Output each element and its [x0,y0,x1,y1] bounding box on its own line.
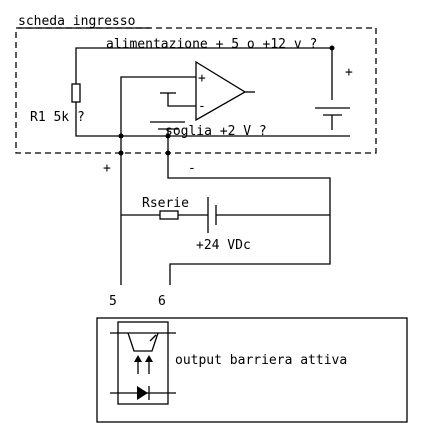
r1-resistor [71,83,81,103]
rserie-label: Rserie [142,196,189,211]
supply-label: alimentazione + 5 o +12 v ? [106,37,317,52]
supply-wire [75,47,333,100]
led-diode-triangle [137,386,148,400]
light-arrow-right-head [145,355,153,362]
opamp-minus-wire [167,93,196,107]
optocoupler-body [117,321,169,405]
opamp-minus-label: - [198,99,206,114]
r1-label: R1 5k ? [30,110,85,125]
opto-emitter-arrow [149,334,157,342]
rserie-resistor [159,210,179,220]
opamp-triangle [195,60,247,122]
terminal-minus-label: - [188,161,196,176]
vdc-label: +24 VDc [196,238,251,253]
opamp-plus-wire [120,76,196,285]
terminal-plus [118,150,124,156]
supply-node [329,45,335,51]
opamp-plus-label: + [198,71,206,86]
r1-lower-wire [75,102,120,137]
input-board-outline [15,27,377,154]
opto-transistor [127,332,159,352]
output-box [96,317,408,423]
terminal-plus-label: + [103,161,111,176]
pin5-label: 5 [109,294,117,309]
minus-return-wire [167,136,331,285]
return-node-left [118,133,124,139]
threshold-label: soglia +2 V ? [165,124,267,139]
light-arrow-left-head [134,355,142,362]
output-label: output barriera attiva [175,353,347,368]
battery-plus-label: + [345,65,353,80]
pin6-label: 6 [158,294,166,309]
board-title: scheda ingresso [18,14,135,29]
